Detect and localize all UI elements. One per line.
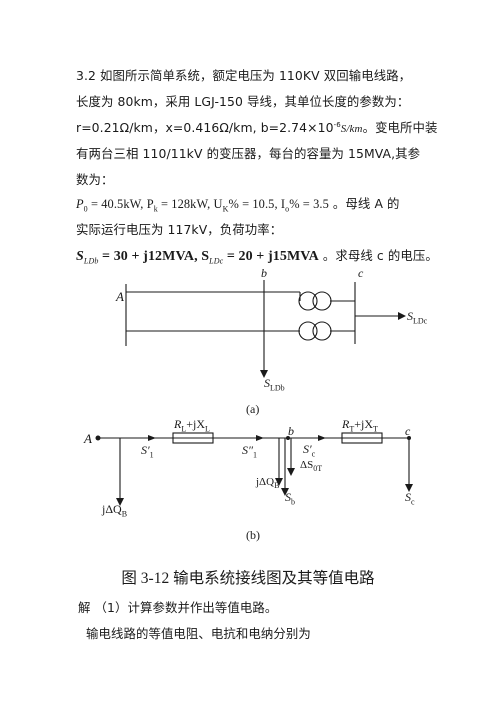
transformer-1-secondary	[312, 291, 332, 311]
SLDb-value: = 30 + j12MVA, S	[98, 249, 210, 264]
solution-line-2: 输电线路的等值电阻、电抗和电纳分别为	[86, 626, 311, 641]
problem-line-5: 数为：	[76, 172, 114, 187]
P0-value: = 40.5kW, P	[87, 197, 154, 211]
Io-sub: o	[285, 204, 290, 214]
line-6-tail: 。母线 A 的	[328, 196, 400, 211]
label-b-b: b	[288, 424, 294, 438]
problem-line-6: P0 = 40.5kW, Pk = 128kW, UK% = 10.5, Io%…	[76, 194, 400, 213]
Uk-value: % = 10.5, I	[228, 197, 286, 211]
line-impedance	[172, 432, 214, 444]
SLDb-sub: LDb	[83, 256, 99, 266]
SLDb: S	[76, 249, 84, 264]
SLDc-value: = 20 + j15MVA	[223, 249, 319, 264]
caption-b: (b)	[246, 528, 260, 542]
P0: P	[76, 197, 84, 211]
label-a-A: A	[116, 289, 124, 304]
unit: S/km	[340, 123, 363, 135]
problem-line-3: r=0.21Ω/km，x=0.416Ω/km, b=2.74×10-6S/km。…	[76, 118, 438, 136]
transformer-impedance	[341, 432, 383, 444]
label-jdQB-left: jΔQB	[102, 502, 128, 519]
label-RL-jXL: RL+jXL	[174, 417, 210, 434]
label-b-A: A	[84, 431, 92, 446]
problem-line-7: 实际运行电压为 117kV，负荷功率：	[76, 222, 283, 237]
line-params: r=0.21Ω/km，x=0.416Ω/km, b=2.74×10	[76, 120, 334, 135]
label-a-b: b	[261, 266, 267, 280]
Uk-sub: K	[222, 204, 229, 214]
problem-line-2: 长度为 80km，采用 LGJ-150 导线，其单位长度的参数为：	[76, 94, 410, 109]
problem-line-4: 有两台三相 110/11kV 的变压器，每台的容量为 15MVA,其参	[76, 146, 421, 161]
label-SLDb: SLDb	[264, 376, 285, 393]
figure-caption: 图 3-12 输电系统接线图及其等值电路	[121, 570, 375, 587]
label-Sb: Sb	[285, 490, 295, 507]
problem-line-1: 3.2 如图所示简单系统，额定电压为 110KV 双回输电线路，	[76, 68, 412, 83]
label-S1-double-prime: S″1	[242, 443, 257, 460]
label-SLDc: SLDc	[407, 309, 428, 326]
transformer-2-secondary	[312, 321, 332, 341]
P0-sub: 0	[83, 204, 88, 214]
transformer-1-primary	[298, 291, 318, 311]
SLDc-sub: LDc	[209, 256, 224, 266]
label-Sc: Sc	[405, 490, 415, 507]
label-b-c: c	[405, 424, 411, 438]
arrow-load-b	[260, 370, 268, 378]
label-RT-jXT: RT+jXT	[342, 417, 378, 434]
label-S1-prime: S′1	[141, 443, 154, 460]
label-jdQB-mid: jΔQB	[256, 476, 280, 491]
problem-line-8: SLDb = 30 + j12MVA, SLDc = 20 + j15MVA 。…	[76, 246, 438, 265]
exponent: -6	[333, 120, 341, 129]
label-dS0T: ΔS0T	[300, 459, 323, 474]
Io-value: % = 3.5	[289, 197, 329, 211]
solution-line-1: 解 （1）计算参数并作出等值电路。	[78, 600, 278, 615]
line-8-tail: 。求母线 c 的电压。	[318, 248, 438, 263]
transformer-2-primary	[298, 321, 318, 341]
Pk-sub: k	[153, 204, 158, 214]
Pk-value: = 128kW, U	[157, 197, 223, 211]
line-3-tail: 。变电所中装	[362, 120, 438, 135]
label-Sc-prime: S′c	[303, 442, 316, 459]
caption-a: (a)	[246, 402, 260, 416]
label-a-c: c	[358, 266, 364, 280]
arrow-load-c	[398, 312, 406, 320]
